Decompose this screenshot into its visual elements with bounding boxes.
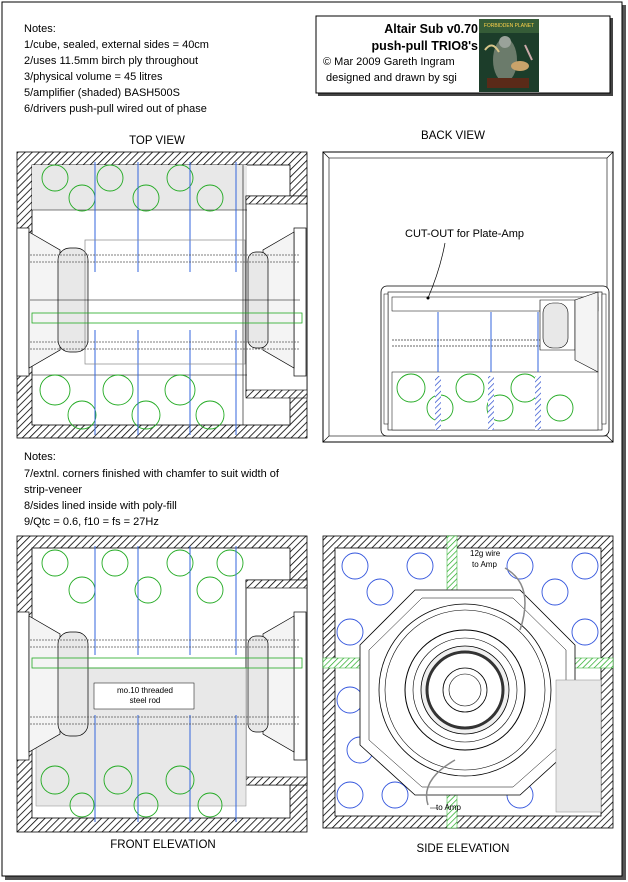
notes-top-heading: Notes: xyxy=(24,23,56,35)
side-elevation-drawing xyxy=(322,535,614,829)
to-amp-label: to Amp xyxy=(436,803,461,812)
rod-label-line1: mo.10 threaded xyxy=(116,686,174,695)
note-item-7: 7/extnl. corners finished with chamfer t… xyxy=(24,468,279,480)
back-view-drawing xyxy=(322,151,614,443)
note-item-6: 6/drivers push-pull wired out of phase xyxy=(24,103,207,115)
svg-text:FORBIDDEN PLANET: FORBIDDEN PLANET xyxy=(484,23,534,29)
note-item-5: 5/amplifier (shaded) BASH500S xyxy=(24,87,180,99)
wire-label-line1: 12g wire xyxy=(470,549,501,558)
wire-label-line2: to Amp xyxy=(472,560,497,569)
cutout-annotation: CUT-OUT for Plate-Amp xyxy=(405,228,524,240)
book-cover-image: FORBIDDEN PLANET xyxy=(479,19,539,92)
note-item-9: 9/Qtc = 0.6, f10 = fs = 27Hz xyxy=(24,516,159,528)
side-elevation-label: SIDE ELEVATION xyxy=(416,843,510,855)
note-item-7-cont: strip-veneer xyxy=(24,484,83,496)
notes-mid-heading: Notes: xyxy=(24,451,56,463)
title-subtitle: push-pull TRIO8's xyxy=(371,39,478,53)
note-item-1: 1/cube, sealed, external sides = 40cm xyxy=(24,39,209,51)
rod-label-line2: steel rod xyxy=(129,696,161,705)
front-elevation-label: FRONT ELEVATION xyxy=(110,839,216,851)
front-elevation-drawing xyxy=(16,535,308,833)
title-name: Altair Sub v0.70 xyxy=(384,22,478,36)
title-block: FORBIDDEN PLANET xyxy=(315,15,613,96)
back-view-label: BACK VIEW xyxy=(421,130,485,142)
title-designer: designed and drawn by sgi xyxy=(326,72,457,84)
note-item-8: 8/sides lined inside with poly-fill xyxy=(24,500,177,512)
note-item-2: 2/uses 11.5mm birch ply throughout xyxy=(24,55,199,67)
top-view-drawing xyxy=(16,151,308,439)
title-copyright: © Mar 2009 Gareth Ingram xyxy=(323,56,455,68)
note-item-3: 3/physical volume = 45 litres xyxy=(24,71,163,83)
top-view-label: TOP VIEW xyxy=(129,135,185,147)
